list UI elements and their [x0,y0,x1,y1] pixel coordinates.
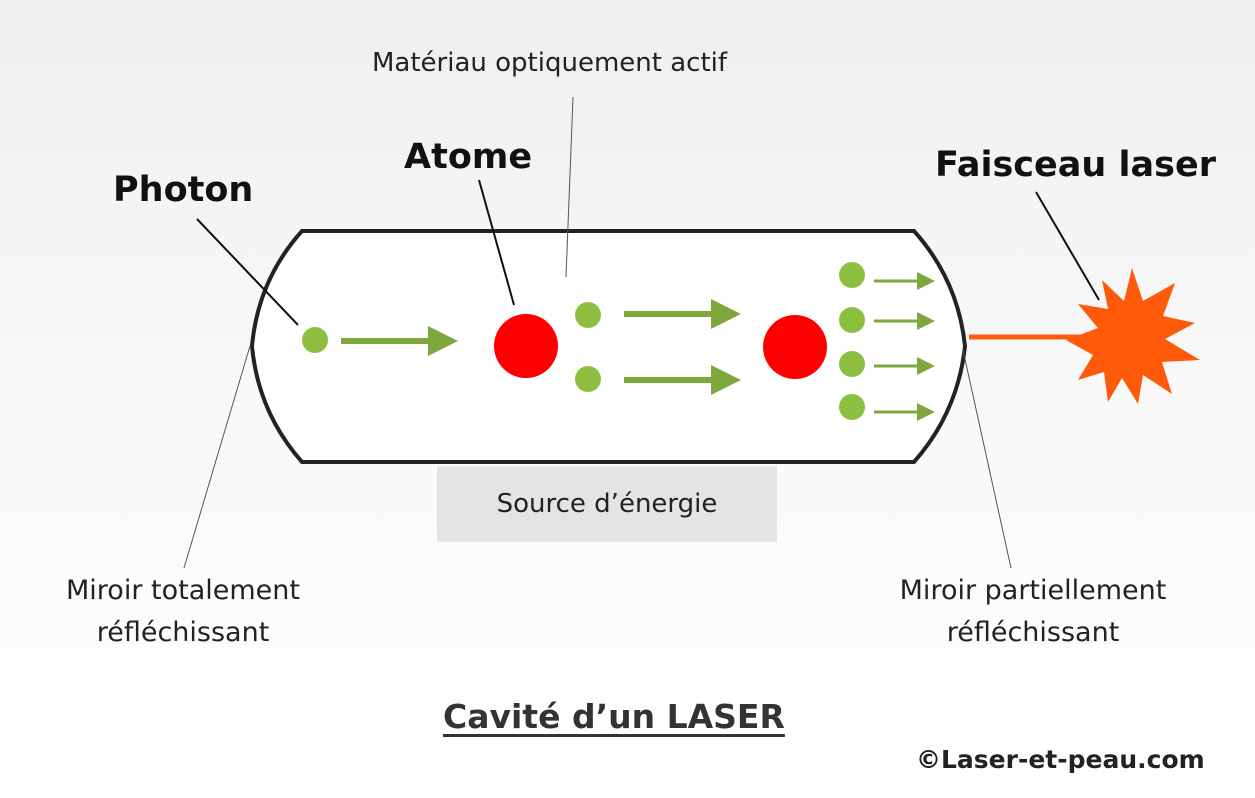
energy-source-label: Source d’énergie [496,489,718,519]
energy-source-box: Source d’énergie [437,466,777,542]
atome-leader-line [478,179,515,306]
photon-leader-line [196,218,299,326]
materiau-leader-line [565,96,574,278]
photon-dot [839,394,865,420]
materiau-label: Matériau optiquement actif [372,48,728,78]
copyright-label: ©Laser-et-peau.com [916,745,1205,774]
atom-2 [763,315,827,379]
photon-dot [302,327,328,353]
faisceau-label: Faisceau laser [935,145,1216,185]
atome-label: Atome [404,137,533,177]
miroir-partiel-line-2: réfléchissant [946,617,1120,648]
photon-dot [575,366,601,392]
atom-1 [494,314,558,378]
miroir-partiel-line-1: Miroir partiellement [899,575,1167,606]
photon-label: Photon [113,170,254,210]
burst-icon [1066,268,1200,404]
photon-dot [839,351,865,377]
photon-dot [839,262,865,288]
miroir-partiel-label: Miroir partiellement réfléchissant [873,570,1193,654]
laser-cavity [249,229,968,464]
miroir-total-line-1: Miroir totalement [66,575,300,606]
miroir-total-line-2: réfléchissant [96,617,270,648]
photon-dot [839,307,865,333]
miroir-total-label: Miroir totalement réfléchissant [40,570,326,654]
photon-dot [575,302,601,328]
miroir-total-leader-line [183,345,251,569]
miroir-partiel-leader-line [962,349,1012,569]
faisceau-leader-line [1035,191,1100,301]
diagram-title: Cavité d’un LASER [443,697,785,736]
